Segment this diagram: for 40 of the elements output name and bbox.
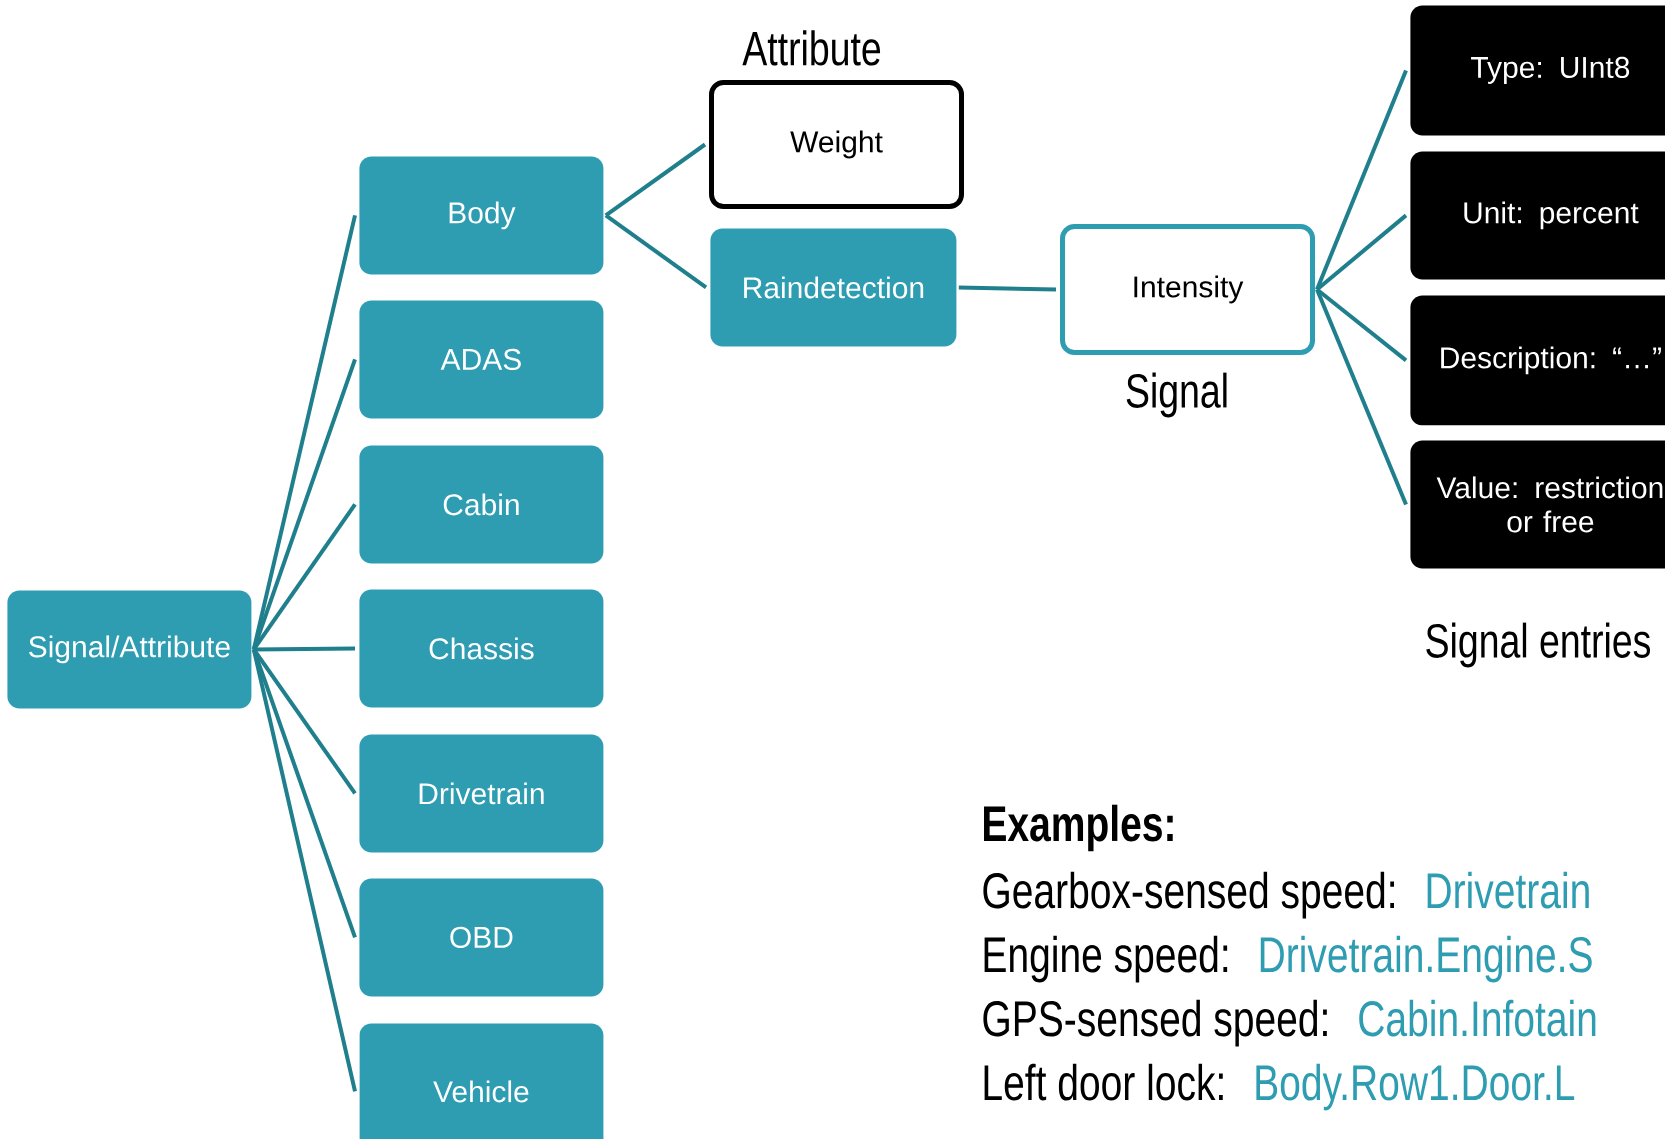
example-label: Gearbox-sensed speed: — [983, 871, 1394, 919]
category-box: Cabin — [359, 445, 604, 564]
connector-line — [1315, 287, 1408, 362]
category-box: Body — [359, 156, 604, 275]
connector-line — [251, 214, 357, 650]
connector-line — [252, 648, 357, 795]
entry-box: Type: UInt8 — [1410, 5, 1665, 136]
category-box: Drivetrain — [359, 734, 604, 853]
connector-line — [251, 648, 357, 1092]
signal-heading: Signal — [1126, 372, 1227, 418]
connector-line — [958, 285, 1057, 292]
connector-line — [1315, 288, 1408, 506]
example-label: GPS-sensed speed: — [983, 999, 1327, 1047]
category-box: Raindetection — [710, 228, 957, 347]
entry-box: Description: “…” — [1410, 295, 1665, 426]
signal-path: Body.Row1.Door.L — [1256, 1063, 1575, 1111]
attribute-box: Weight — [709, 80, 964, 209]
connector-line — [604, 213, 708, 290]
connector-line — [253, 646, 356, 652]
connector-line — [604, 142, 707, 218]
category-box: Signal/Attribute — [7, 590, 252, 709]
signal-box: Intensity — [1060, 224, 1315, 355]
entry-box: Value: restriction or free — [1410, 440, 1665, 569]
example-label: Left door lock: — [984, 1063, 1223, 1101]
category-box: OBD — [359, 878, 604, 997]
connector-line — [252, 503, 357, 651]
examples-heading: Examples: — [984, 804, 1173, 852]
signal-path: Drivetrain — [1427, 871, 1589, 909]
attribute-heading: Attribute — [742, 30, 881, 66]
entry-box: Unit: percent — [1410, 151, 1665, 280]
signal-path: Drivetrain.Engine.S — [1260, 935, 1592, 983]
category-box: Vehicle — [359, 1023, 604, 1139]
category-box: Chassis — [359, 589, 604, 708]
signal-path: Cabin.Infotain — [1359, 999, 1596, 1037]
group-caption: Signal entries — [1426, 622, 1650, 668]
connector-line — [1315, 213, 1408, 292]
example-label: Engine speed: — [984, 935, 1228, 983]
connector-line — [1315, 69, 1408, 291]
category-box: ADAS — [359, 300, 604, 419]
connector-line — [251, 358, 357, 651]
